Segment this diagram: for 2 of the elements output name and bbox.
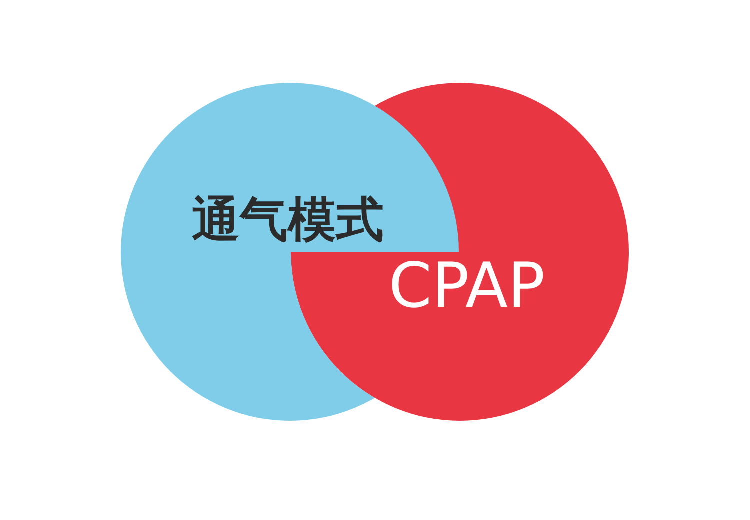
circle-label: CPAP [388,255,546,317]
circle-label: 通气模式 [192,196,384,244]
